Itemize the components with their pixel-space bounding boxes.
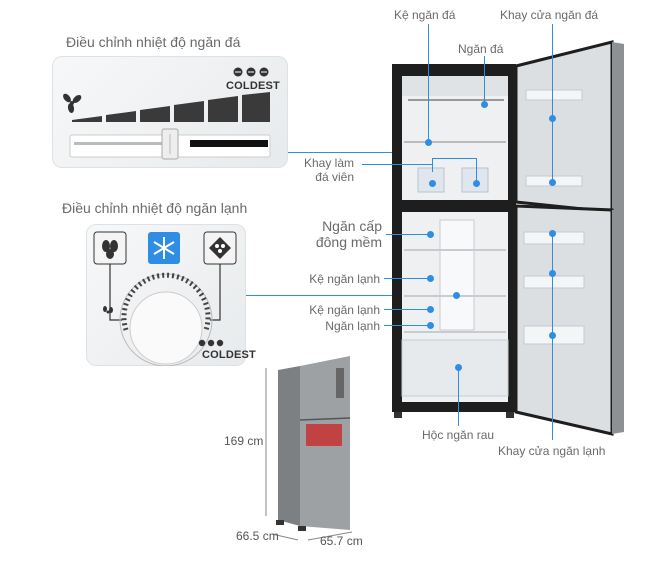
fridge-coldest-label: COLDEST xyxy=(202,349,256,361)
fridge-control-connector xyxy=(246,295,456,296)
freezer-control-title: Điều chỉnh nhiệt độ ngăn đá xyxy=(66,34,241,50)
fridge-control-graphic xyxy=(93,231,237,366)
vegetable-icon xyxy=(93,231,127,265)
height-dimension: 169 cm xyxy=(224,434,264,448)
callout-dot xyxy=(549,230,556,237)
freezer-control-graphic xyxy=(63,67,271,160)
fridge-control-title: Điều chỉnh nhiệt độ ngăn lạnh xyxy=(62,200,248,216)
label-ngan-da: Ngăn đá xyxy=(458,42,504,56)
label-khay-cua-ngan-lanh: Khay cửa ngăn lạnh xyxy=(498,444,606,458)
label-ngan-cap-dong-mem-1: Ngăn cấp xyxy=(322,218,382,234)
callout-dot xyxy=(549,332,556,339)
label-khay-lam-da-vien-2: đá viên xyxy=(315,170,354,184)
label-khay-cua-ngan-da: Khay cửa ngăn đá xyxy=(500,8,599,22)
callout-dot xyxy=(473,180,480,187)
callout-line xyxy=(432,158,433,172)
callout-line xyxy=(484,56,485,102)
label-ngan-lanh: Ngăn lạnh xyxy=(325,319,380,333)
label-ke-ngan-da: Kệ ngăn đá xyxy=(394,8,456,22)
label-hoc-ngan-rau: Hộc ngăn rau xyxy=(422,428,495,442)
width-dimension: 65.7 cm xyxy=(320,534,363,548)
freezer-control-panel: COLDEST xyxy=(52,56,288,168)
callout-line xyxy=(458,368,459,426)
fan-icon xyxy=(63,93,82,113)
callout-dot xyxy=(427,231,434,238)
callout-dot xyxy=(453,292,460,299)
callout-line xyxy=(476,158,477,182)
small-fan-icon xyxy=(103,306,113,314)
callout-line xyxy=(384,309,430,310)
callout-line xyxy=(362,164,432,165)
snowflake-icon xyxy=(148,232,180,264)
callout-line xyxy=(552,24,553,184)
callout-line xyxy=(428,24,429,142)
ice-icon xyxy=(203,231,237,265)
callout-line xyxy=(432,158,476,159)
callout-dot xyxy=(427,322,434,329)
freezer-control-connector xyxy=(288,152,420,153)
label-khay-lam-da-vien-1: Khay làm xyxy=(303,156,354,170)
freezer-coldest-label: COLDEST xyxy=(226,80,280,92)
callout-dot xyxy=(549,179,556,186)
fridge-control-panel: COLDEST xyxy=(86,224,256,366)
label-ke-ngan-lanh-1: Kệ ngăn lạnh xyxy=(309,272,380,286)
callout-dot xyxy=(481,101,488,108)
callout-dot xyxy=(427,306,434,313)
three-snowflake-icon xyxy=(233,67,269,77)
callout-dot xyxy=(425,139,432,146)
label-ngan-cap-dong-mem-2: đông mềm xyxy=(315,234,382,250)
callout-line xyxy=(384,278,430,279)
callout-dot xyxy=(455,364,462,371)
callout-dot xyxy=(427,275,434,282)
level-bars xyxy=(72,92,270,122)
callout-dot xyxy=(549,270,556,277)
callout-dot xyxy=(549,115,556,122)
callout-dot xyxy=(429,180,436,187)
callout-line xyxy=(384,325,430,326)
label-ke-ngan-lanh-2: Kệ ngăn lạnh xyxy=(309,303,380,317)
callout-line xyxy=(386,234,430,235)
three-snowflake-icon-small xyxy=(198,339,224,347)
depth-dimension: 66.5 cm xyxy=(236,529,279,543)
